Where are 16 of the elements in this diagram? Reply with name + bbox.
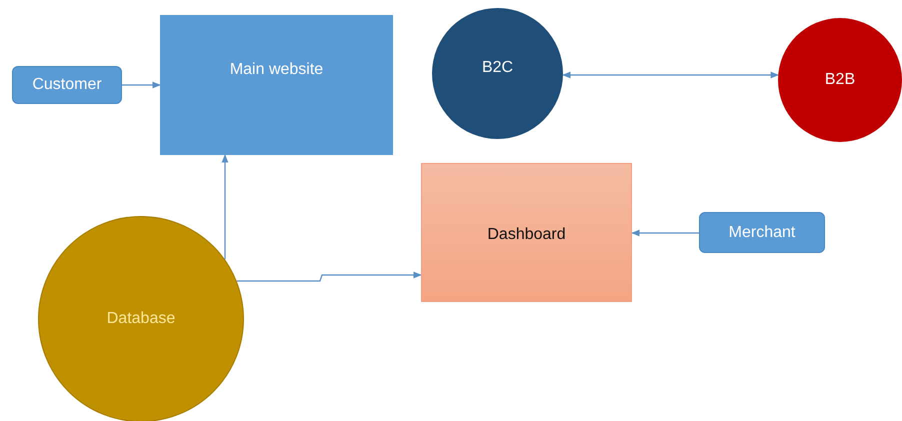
node-label: Merchant — [728, 224, 796, 242]
process-box — [160, 15, 393, 155]
actor-box — [699, 212, 825, 253]
arrow — [222, 154, 228, 260]
arrow — [562, 72, 780, 78]
arrow — [631, 230, 699, 236]
actor-box — [12, 66, 122, 104]
node-label: B2B — [824, 71, 856, 89]
node-label: Main website — [230, 61, 324, 79]
node-label: Dashboard — [487, 226, 566, 244]
node-label: Database — [106, 310, 176, 328]
node-label: Customer — [32, 76, 102, 94]
arrow — [236, 272, 422, 282]
node-label: B2C — [482, 58, 514, 76]
process-box — [421, 163, 632, 302]
arrow — [122, 82, 161, 88]
